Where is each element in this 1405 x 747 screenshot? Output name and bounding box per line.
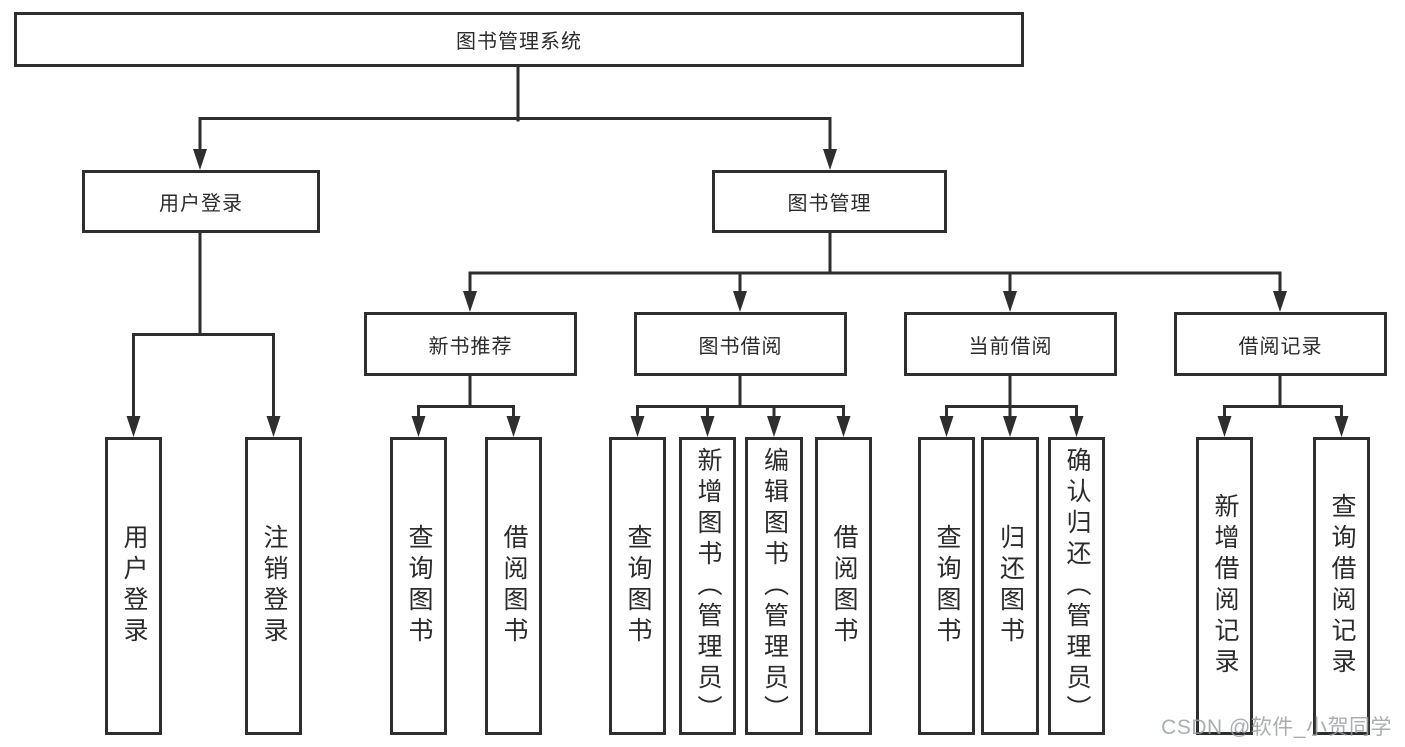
leaf-label: 查询借阅记录	[1328, 493, 1356, 679]
leaf-confirm-return-admin: 确认归还（管理员）	[1048, 437, 1105, 735]
leaf-borrow-books-recommend: 借阅图书	[485, 437, 542, 735]
leaf-label: 确认归还（管理员）	[1063, 446, 1091, 726]
leaf-borrow-books: 借阅图书	[815, 437, 872, 735]
node-book-borrowing: 图书借阅	[634, 312, 847, 376]
arrowhead-down-icon	[733, 291, 747, 312]
node-new-book-recommendation: 新书推荐	[364, 312, 577, 376]
leaf-add-books-admin: 新增图书（管理员）	[679, 437, 736, 735]
arrowhead-down-icon	[1003, 291, 1017, 312]
leaf-add-borrow-record: 新增借阅记录	[1196, 437, 1253, 735]
node-borrowing-records: 借阅记录	[1174, 312, 1387, 376]
leaf-label: 借阅图书	[830, 524, 858, 648]
arrowhead-down-icon	[836, 416, 851, 437]
leaf-label: 新增借阅记录	[1211, 493, 1239, 679]
node-book-management: 图书管理	[712, 170, 947, 233]
arrowhead-down-icon	[700, 416, 715, 437]
arrowhead-down-icon	[1069, 416, 1084, 437]
leaf-label: 注销登录	[260, 524, 288, 648]
leaf-user-login: 用户登录	[105, 437, 162, 735]
leaf-label: 新增图书（管理员）	[694, 446, 722, 726]
arrowhead-down-icon	[1273, 291, 1287, 312]
arrowhead-down-icon	[767, 416, 781, 437]
leaf-return-books: 归还图书	[981, 437, 1039, 735]
node-root-system: 图书管理系统	[14, 12, 1024, 67]
leaf-label: 编辑图书（管理员）	[760, 446, 789, 726]
arrowhead-down-icon	[1003, 416, 1017, 437]
leaf-edit-books-admin: 编辑图书（管理员）	[745, 437, 803, 735]
arrowhead-down-icon	[1334, 416, 1349, 437]
arrowhead-down-icon	[193, 149, 207, 170]
watermark-text: CSDN @软件_小贺同学	[1161, 716, 1392, 739]
leaf-label: 归还图书	[996, 524, 1025, 648]
leaf-logout: 注销登录	[245, 437, 302, 735]
arrowhead-down-icon	[463, 291, 477, 312]
leaf-label: 查询图书	[405, 524, 433, 648]
arrowhead-down-icon	[506, 416, 521, 437]
leaf-query-books-recommend: 查询图书	[390, 437, 447, 735]
leaf-label: 查询图书	[624, 524, 652, 648]
arrowhead-down-icon	[126, 416, 141, 437]
leaf-query-borrow-record: 查询借阅记录	[1313, 437, 1370, 735]
leaf-query-books-borrowing: 查询图书	[609, 437, 666, 735]
arrowhead-down-icon	[1217, 416, 1232, 437]
arrowhead-down-icon	[939, 416, 954, 437]
arrowhead-down-icon	[411, 416, 426, 437]
arrowhead-down-icon	[630, 416, 645, 437]
leaf-label: 用户登录	[120, 524, 148, 648]
arrowhead-down-icon	[266, 416, 281, 437]
node-user-login: 用户登录	[82, 170, 320, 233]
node-current-borrowing: 当前借阅	[904, 312, 1117, 376]
leaf-label: 借阅图书	[500, 524, 528, 648]
leaf-label: 查询图书	[933, 524, 961, 648]
arrowhead-down-icon	[823, 149, 837, 170]
leaf-query-books-current: 查询图书	[918, 437, 975, 735]
